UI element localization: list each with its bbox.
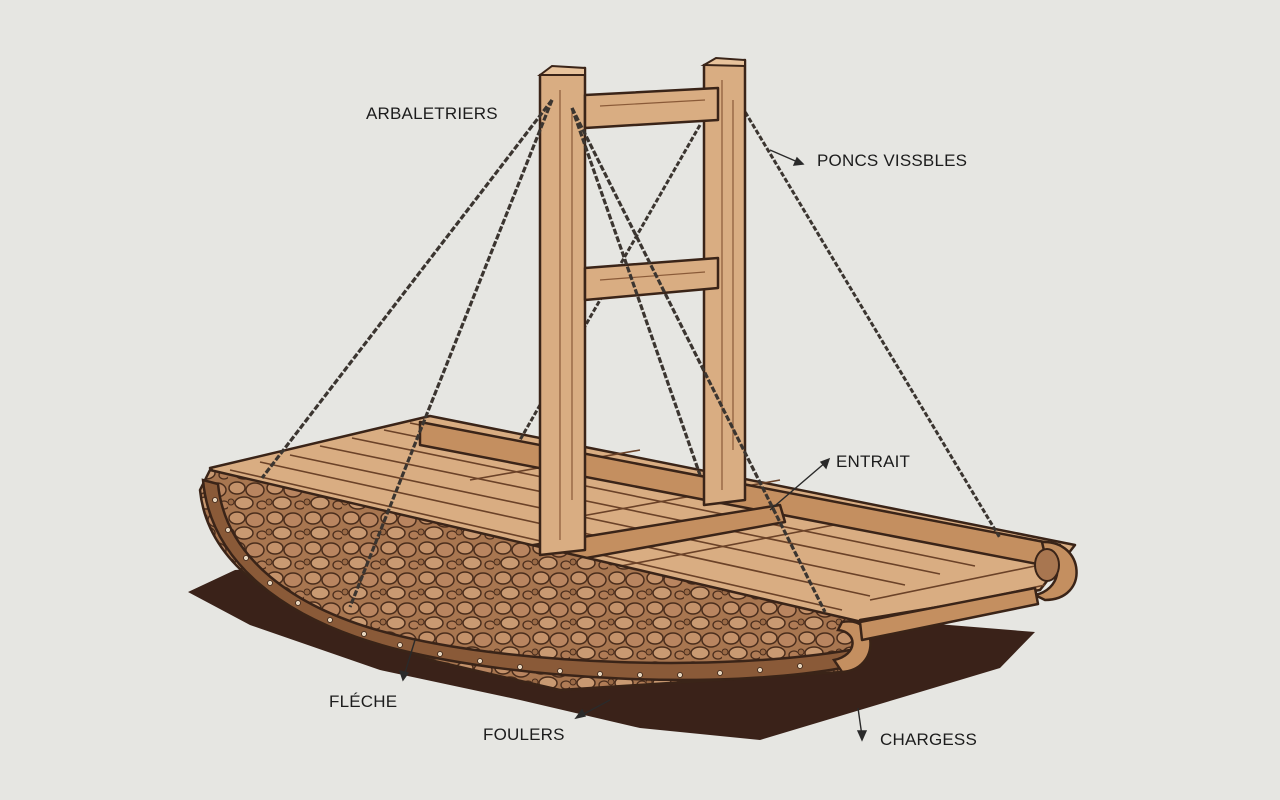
label-entrait: ENTRAIT xyxy=(836,452,911,471)
label-poncs-visibles: PONCS VISSBLES xyxy=(817,151,968,170)
label-arbaletriers: ARBALETRIERS xyxy=(366,104,498,123)
label-foulers: FOULERS xyxy=(483,725,565,744)
leader-lines xyxy=(398,149,868,742)
front-ropes xyxy=(260,99,827,613)
label-chargess: CHARGESS xyxy=(880,730,978,749)
tower xyxy=(537,56,747,557)
label-fleche: FLÉCHE xyxy=(329,692,398,711)
deck-front-edge xyxy=(858,586,1040,642)
